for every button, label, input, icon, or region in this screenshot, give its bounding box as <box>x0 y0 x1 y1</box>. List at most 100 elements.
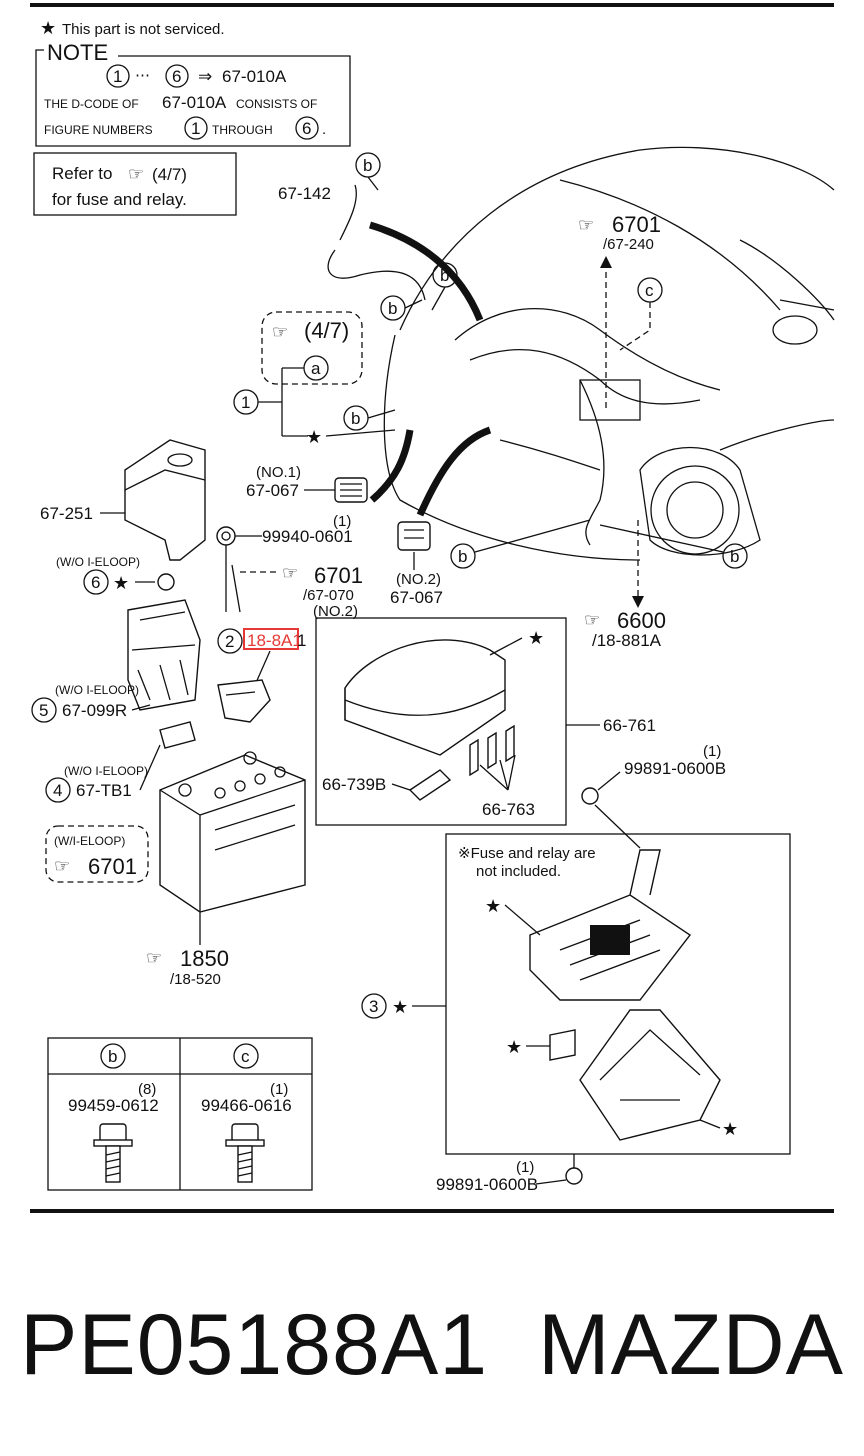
pointing-hand-icon: ☞ <box>578 215 594 235</box>
svg-text:66-739B: 66-739B <box>322 775 386 794</box>
svg-text:6: 6 <box>302 119 311 138</box>
bolt-icon <box>225 1123 265 1183</box>
bolt-part-c: 99466-0616 <box>201 1096 292 1115</box>
highlight-box <box>243 628 299 650</box>
svg-text:1: 1 <box>241 393 250 412</box>
callout-2-sensor: 2 18-8A1 1 <box>217 628 306 723</box>
bottom-rule <box>30 1209 834 1213</box>
svg-text:★: ★ <box>392 997 408 1017</box>
svg-text:a: a <box>311 359 321 378</box>
svg-text:★: ★ <box>528 628 544 648</box>
svg-text:1: 1 <box>191 119 200 138</box>
svg-text:/18-881A: /18-881A <box>592 631 662 650</box>
battery <box>159 751 306 913</box>
svg-text:b: b <box>458 547 467 566</box>
svg-text:(NO.2): (NO.2) <box>396 571 441 588</box>
svg-text:(4/7): (4/7) <box>304 318 349 343</box>
svg-text:(1): (1) <box>333 513 351 530</box>
not-serviced-legend: ★ This part is not serviced. <box>40 18 225 38</box>
svg-text:67-067: 67-067 <box>246 481 299 500</box>
note-box: NOTE 1 ⋯ 6 ⇒ 67-010A THE D-CODE OF 67-01… <box>35 40 351 147</box>
callout-6: (W/O I-ELOOP) 6 ★ <box>56 555 175 595</box>
not-serviced-text: This part is not serviced. <box>62 21 225 38</box>
connector-no1: (NO.1) 67-067 <box>246 464 368 503</box>
bolt-table: b c (8) (1) 99459-0612 99466-0616 <box>47 1037 313 1191</box>
footer: PE05188A1 MAZDA <box>0 1290 864 1400</box>
pointing-hand-icon: ☞ <box>128 164 144 184</box>
note-title: NOTE <box>47 40 108 65</box>
svg-text:for fuse and relay.: for fuse and relay. <box>52 190 187 209</box>
pointing-hand-icon: ☞ <box>272 322 288 342</box>
nut-99940-0601: (1) 99940-0601 <box>216 513 353 546</box>
svg-text:/67-070: /67-070 <box>303 587 354 604</box>
svg-text:1: 1 <box>113 67 122 86</box>
ref-6600: ☞ 6600 /18-881A <box>584 520 666 650</box>
ref-6701-top: ☞ 6701 /67-240 <box>578 212 661 410</box>
svg-text:6701: 6701 <box>612 212 661 237</box>
svg-text:⇒: ⇒ <box>198 67 212 86</box>
svg-text:Refer to: Refer to <box>52 164 112 183</box>
ref-1850: ☞ 1850 /18-520 <box>146 912 229 988</box>
ref-4-7-box: ☞ (4/7) a <box>261 311 363 385</box>
svg-text:(1): (1) <box>516 1159 534 1176</box>
svg-text:3: 3 <box>369 997 378 1016</box>
svg-text:(4/7): (4/7) <box>152 165 187 184</box>
pointing-hand-icon: ☞ <box>282 563 298 583</box>
svg-text:★: ★ <box>113 573 129 593</box>
svg-text:b: b <box>730 547 739 566</box>
battery-cable: ☞ 6701 /67-070 (NO.2) <box>225 545 363 620</box>
svg-text:★: ★ <box>306 427 322 447</box>
svg-text:(NO.2): (NO.2) <box>313 603 358 620</box>
svg-text:★: ★ <box>485 896 501 916</box>
svg-text:(W/O I-ELOOP): (W/O I-ELOOP) <box>56 555 140 569</box>
svg-text:c: c <box>645 281 654 300</box>
svg-text:(W/O I-ELOOP): (W/O I-ELOOP) <box>55 683 139 697</box>
svg-text:67-251: 67-251 <box>40 504 93 523</box>
svg-text:not included.: not included. <box>476 863 561 880</box>
fuse-cover-box: ★ 66-761 66-739B 66-763 <box>315 617 656 826</box>
callout-b-group: b b b b b b <box>343 152 748 569</box>
svg-text:.: . <box>322 121 326 138</box>
refer-box: Refer to ☞ (4/7) for fuse and relay. <box>33 152 237 216</box>
svg-text:/67-240: /67-240 <box>603 236 654 253</box>
svg-text:b: b <box>388 299 397 318</box>
wiring-harness <box>327 184 721 546</box>
svg-text:4: 4 <box>53 781 62 800</box>
connector-no2: (NO.2) 67-067 <box>390 521 443 607</box>
callout-1: 1 ★ <box>233 367 396 447</box>
svg-text:6: 6 <box>172 67 181 86</box>
callout-circle <box>106 64 130 88</box>
svg-text:★: ★ <box>722 1119 738 1139</box>
footer-brand: MAZDA <box>538 1297 844 1393</box>
svg-text:THROUGH: THROUGH <box>212 123 273 137</box>
svg-text:66-763: 66-763 <box>482 800 535 819</box>
svg-text:67-TB1: 67-TB1 <box>76 781 132 800</box>
pointing-hand-icon: ☞ <box>584 610 600 630</box>
svg-text:67-099R: 67-099R <box>62 701 127 720</box>
footer-part-number: PE05188A1 <box>20 1297 489 1393</box>
svg-text:b: b <box>363 156 372 175</box>
wiloop-6701-box: (W/I-ELOOP) ☞ 6701 <box>45 825 149 883</box>
callout-c-top: c <box>619 277 663 351</box>
svg-text:/18-520: /18-520 <box>170 971 221 988</box>
svg-text:6: 6 <box>91 573 100 592</box>
svg-text:CONSISTS OF: CONSISTS OF <box>236 97 317 111</box>
pointing-hand-icon: ☞ <box>54 856 70 876</box>
parts-diagram: ★ This part is not serviced. NOTE 1 ⋯ 6 … <box>30 3 835 1213</box>
svg-text:b: b <box>351 409 360 428</box>
bolt-99891-top: (1) 99891-0600B <box>581 743 726 849</box>
battery-cover-67-251: 67-251 <box>40 439 206 561</box>
svg-text:(1): (1) <box>270 1081 288 1098</box>
fuse-block-box: ※Fuse and relay are not included. ★ ★ ★ … <box>361 833 791 1155</box>
label-67-142: 67-142 <box>278 184 331 203</box>
top-rule <box>30 3 834 7</box>
svg-text:2: 2 <box>225 632 234 651</box>
svg-text:5: 5 <box>39 701 48 720</box>
svg-text:67-010A: 67-010A <box>162 93 227 112</box>
table-header-b: b <box>108 1047 117 1066</box>
svg-text:★: ★ <box>506 1037 522 1057</box>
bolt-part-b: 99459-0612 <box>68 1096 159 1115</box>
terminal-67-tb1: (W/O I-ELOOP) 4 67-TB1 <box>45 721 196 803</box>
svg-text:⋯: ⋯ <box>135 67 150 84</box>
svg-text:6701: 6701 <box>314 563 363 588</box>
